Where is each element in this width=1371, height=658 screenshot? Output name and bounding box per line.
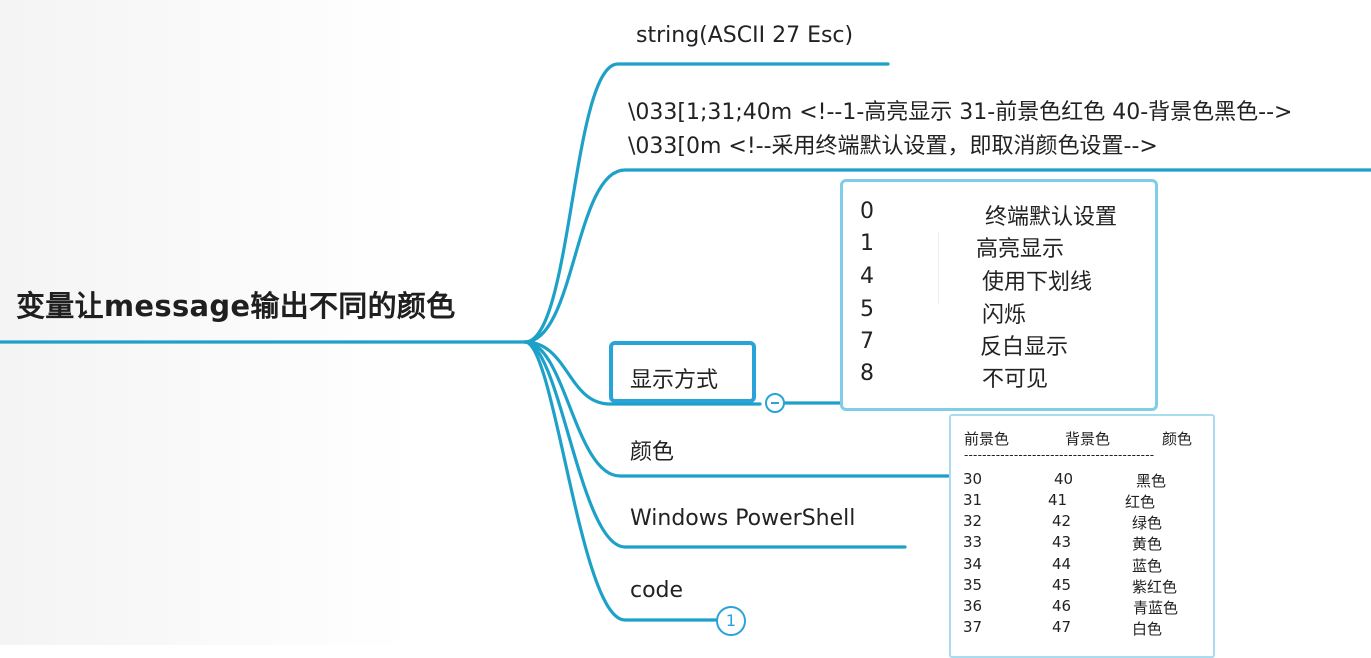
color-bg: 43 — [1052, 533, 1072, 551]
color-table[interactable] — [949, 414, 1215, 658]
display-code: 5 — [860, 297, 874, 322]
color-name: 黑色 — [1136, 472, 1167, 490]
topic-code[interactable]: code — [630, 578, 684, 603]
color-fg: 36 — [963, 597, 983, 615]
color-name: 青蓝色 — [1133, 599, 1179, 617]
display-code: 8 — [860, 361, 874, 386]
color-fg: 34 — [963, 555, 983, 573]
color-bg: 42 — [1052, 512, 1072, 530]
topic-powershell[interactable]: Windows PowerShell — [630, 506, 856, 531]
display-code: 0 — [860, 199, 874, 224]
color-bg: 41 — [1048, 491, 1068, 509]
redaction-block — [688, 481, 750, 497]
color-fg: 30 — [963, 470, 983, 488]
color-name: 紫红色 — [1132, 578, 1178, 596]
color-bg: 44 — [1052, 555, 1072, 573]
color-name: 黄色 — [1132, 535, 1163, 553]
collapse-icon[interactable] — [765, 393, 785, 413]
color-header-fg: 前景色 — [964, 430, 1010, 448]
code-line-1[interactable]: \033[1;31;40m <!--1-高亮显示 31-前景色红色 40-背景色… — [628, 100, 1293, 125]
color-fg: 37 — [963, 618, 983, 636]
color-name: 红色 — [1125, 493, 1156, 511]
code-line-2[interactable]: \033[0m <!--采用终端默认设置，即取消颜色设置--> — [628, 134, 1158, 159]
connector-display-mode — [523, 340, 762, 406]
color-name: 白色 — [1132, 620, 1163, 638]
selection-frame — [609, 341, 756, 403]
color-header-bg: 背景色 — [1065, 430, 1111, 448]
connector-color — [523, 340, 950, 478]
topic-display-mode[interactable]: 显示方式 — [630, 368, 719, 393]
display-desc: 使用下划线 — [982, 270, 1093, 295]
color-fg: 32 — [963, 512, 983, 530]
color-fg: 31 — [963, 491, 983, 509]
color-fg: 33 — [963, 533, 983, 551]
color-separator: ----------------------------------------… — [964, 448, 1155, 462]
redaction-block — [701, 444, 769, 466]
color-bg: 46 — [1052, 597, 1072, 615]
color-bg: 45 — [1052, 576, 1072, 594]
display-desc: 闪烁 — [982, 303, 1027, 328]
color-fg: 35 — [963, 576, 983, 594]
connector-string — [523, 62, 890, 344]
display-code: 7 — [860, 329, 874, 354]
root-topic[interactable]: 变量让message输出不同的颜色 — [16, 289, 456, 323]
color-bg: 40 — [1054, 470, 1074, 488]
display-desc: 高亮显示 — [976, 237, 1065, 262]
color-name: 绿色 — [1132, 514, 1163, 532]
topic-string[interactable]: string(ASCII 27 Esc) — [636, 23, 854, 48]
connector-powershell — [523, 340, 907, 549]
connector-code — [523, 340, 718, 622]
display-code: 1 — [860, 231, 874, 256]
table-divider — [938, 232, 939, 304]
child-count-badge[interactable]: 1 — [716, 606, 746, 636]
display-desc: 终端默认设置 — [985, 205, 1118, 230]
color-name: 蓝色 — [1132, 557, 1163, 575]
topic-color[interactable]: 颜色 — [630, 440, 675, 465]
display-code: 4 — [860, 264, 874, 289]
connector-code-example — [523, 168, 1371, 344]
display-desc: 不可见 — [982, 367, 1049, 392]
display-desc: 反白显示 — [980, 335, 1069, 360]
display-mode-table[interactable] — [840, 179, 1158, 411]
color-header-name: 颜色 — [1162, 430, 1193, 448]
color-bg: 47 — [1052, 618, 1072, 636]
